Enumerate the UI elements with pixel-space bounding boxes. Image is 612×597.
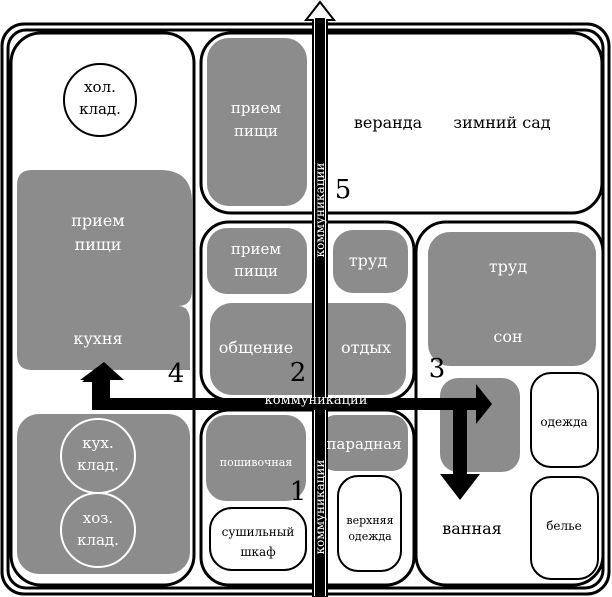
household-storage-circle xyxy=(60,492,136,568)
kitchen-label: кухня xyxy=(73,329,122,348)
zone-number-1: 1 xyxy=(290,477,307,507)
workroom-zone xyxy=(206,415,306,501)
outerwear-box xyxy=(337,475,402,572)
top-dining-zone xyxy=(207,38,307,206)
bathroom-label: ванная xyxy=(442,519,502,538)
center-dining-label-1: прием xyxy=(231,240,281,258)
right-work-label: труд xyxy=(489,257,528,276)
zone-number-3: 3 xyxy=(429,354,446,384)
clothing-label: одежда xyxy=(540,415,587,429)
linen-box xyxy=(530,476,599,580)
household-storage-label-1: хоз. xyxy=(83,509,113,527)
veranda-label: веранда xyxy=(354,113,423,132)
down-arrow-head xyxy=(440,474,480,500)
drying-closet-box xyxy=(209,507,307,571)
center-dining-label-2: пищи xyxy=(234,262,278,280)
front-hall-zone xyxy=(320,415,408,471)
center-social-zone xyxy=(210,303,406,395)
household-storage-label-2: клад. xyxy=(77,531,119,549)
socializing-label: общение xyxy=(219,338,293,357)
down-arrow-shaft xyxy=(453,404,467,476)
cold-storage-circle xyxy=(63,63,137,137)
center-dining-zone xyxy=(207,228,307,294)
horizontal-communication-arrow xyxy=(82,364,492,424)
drying-closet-label-2: шкаф xyxy=(240,545,275,559)
kitchen-storage-label-1: кух. xyxy=(82,434,113,452)
zone-number-5: 5 xyxy=(335,175,352,205)
linen-label: белье xyxy=(546,519,582,533)
horizontal-communication-label: коммуникации xyxy=(265,393,368,408)
cold-storage-label-1: хол. xyxy=(84,78,116,96)
center-work-label: труд xyxy=(349,251,388,270)
top-dining-label-1: прием xyxy=(231,99,281,117)
outerwear-label-1: верхняя xyxy=(346,514,393,527)
workroom-label: пошивочная xyxy=(220,456,292,469)
cold-storage-label-2: клад. xyxy=(79,100,121,118)
winter-garden-label: зимний сад xyxy=(453,113,550,132)
kitchen-zone xyxy=(17,170,192,370)
center-work-zone xyxy=(333,230,408,293)
kitchen-dining-label-1: прием xyxy=(71,211,124,230)
entry-communication-label: коммуникации xyxy=(313,460,327,555)
right-work-zone xyxy=(428,232,596,366)
top-dining-label-2: пищи xyxy=(234,122,278,140)
vertical-communication-label: коммуникации xyxy=(313,163,327,258)
outer-frame xyxy=(0,22,611,596)
kitchen-storage-label-2: клад. xyxy=(77,456,119,474)
front-hall-label: парадная xyxy=(326,435,401,453)
vertical-communication-arrow-head xyxy=(303,0,337,21)
zone-number-4: 4 xyxy=(168,359,185,389)
left-arrow-head xyxy=(80,362,124,398)
zone-number-2: 2 xyxy=(290,358,307,388)
sleep-label: сон xyxy=(493,327,522,346)
clothing-box xyxy=(530,372,599,468)
kitchen-dining-label-2: пищи xyxy=(75,235,122,254)
rest-label: отдых xyxy=(341,338,391,357)
outerwear-label-2: одежда xyxy=(348,530,392,543)
drying-closet-label-1: сушильный xyxy=(222,525,295,539)
